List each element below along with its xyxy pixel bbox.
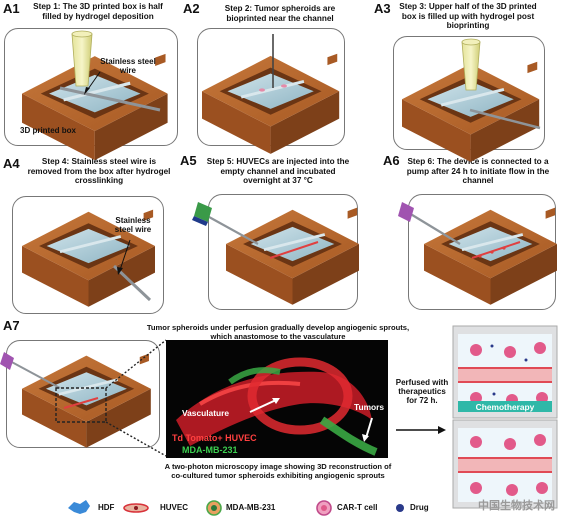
vasculature-label: Vasculature: [182, 408, 230, 418]
hdf-cell-icon: [68, 500, 90, 514]
step-3-text: Step 3: Upper half of the 3D printed box…: [399, 2, 537, 31]
panel-label-a3: A3: [374, 1, 391, 16]
step-6-text: Step 6: The device is connected to a pum…: [406, 157, 550, 186]
panel-label-a2: A2: [183, 1, 200, 16]
chemo-panel-bottom: [452, 419, 558, 509]
mda-cell-icon: [206, 500, 222, 516]
car-t-cell-icon: [316, 500, 332, 516]
step-1-text: Step 1: The 3D printed box is half fille…: [33, 2, 163, 21]
a1-box-label: 3D printed box: [20, 126, 77, 135]
tumors-label: Tumors: [354, 402, 385, 412]
a7-top-caption: Tumor spheroids under perfusion graduall…: [146, 323, 410, 341]
chemo-panel-top: [452, 325, 558, 419]
a6-purple-connector: [398, 202, 414, 222]
mda-label: MDA-MB-231: [182, 445, 238, 455]
a5-green-connector: [194, 202, 212, 222]
panel-label-a1: A1: [3, 1, 20, 16]
panel-label-a6: A6: [383, 153, 400, 168]
legend-label-car-t: CAR-T cell: [337, 503, 378, 512]
drug-icon: [396, 504, 404, 512]
a7-zoom-box: [55, 387, 107, 423]
legend-label-drug: Drug: [410, 503, 429, 512]
perfused-label: Perfused with therapeutics for 72 h.: [395, 378, 449, 405]
panel-label-a4: A4: [3, 156, 20, 171]
a7-bottom-caption: A two-photon microscopy image showing 3D…: [164, 462, 392, 480]
panel-label-a5: A5: [180, 153, 197, 168]
legend-label-huvec: HUVEC: [160, 503, 189, 512]
huvec-label: Td Tomato+ HUVEC: [172, 433, 257, 443]
step-4-text: Step 4: Stainless steel wire is removed …: [27, 157, 171, 186]
step-2-text: Step 2: Tumor spheroids are bioprinted n…: [224, 4, 336, 23]
panel-label-a7: A7: [3, 318, 20, 333]
chemotherapy-label: Chemotherapy: [475, 402, 535, 412]
legend-label-mda: MDA-MB-231: [226, 503, 276, 512]
huvec-cell-icon: [123, 503, 149, 513]
watermark: 中国生物技术网: [478, 500, 555, 512]
step-5-text: Step 5: HUVECs are injected into the emp…: [206, 157, 350, 186]
legend-label-hdf: HDF: [98, 503, 115, 512]
a4-wire-label: Stainless steel wire: [114, 216, 152, 234]
a1-wire-label: Stainless steel wire: [100, 57, 156, 75]
a1-wire: [59, 86, 161, 112]
